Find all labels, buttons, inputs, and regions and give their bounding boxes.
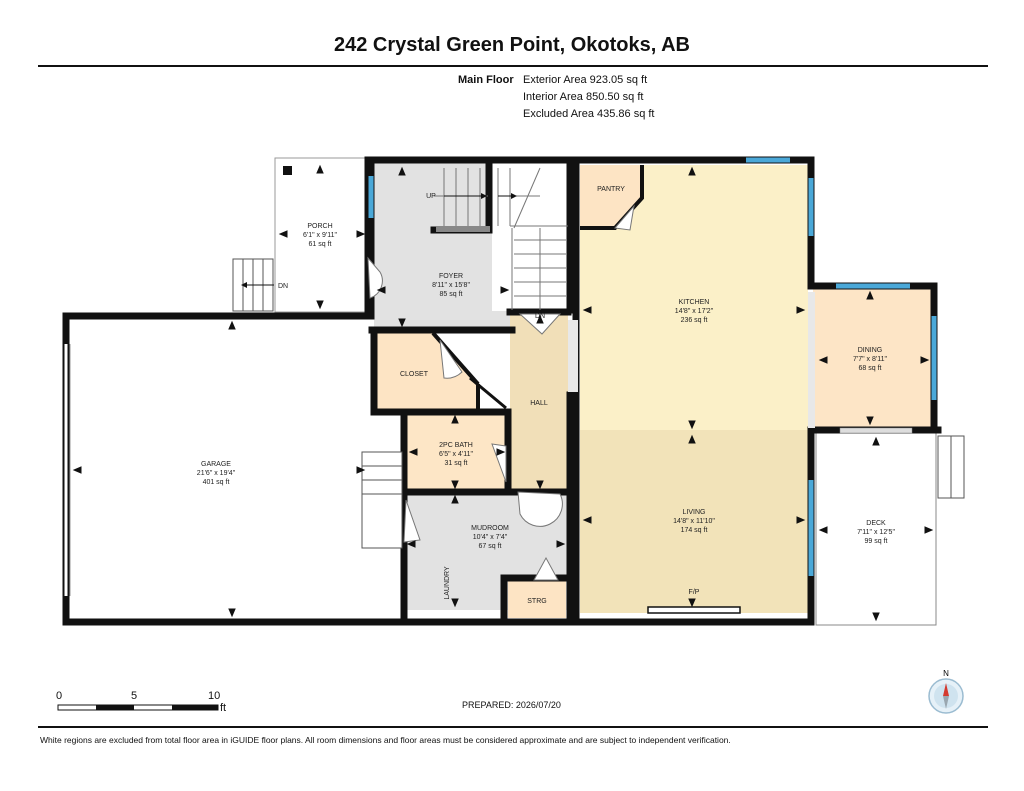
closet-area: [377, 333, 476, 409]
porch-area: [274, 157, 368, 313]
excluded-area: Excluded Area 435.86 sq ft: [523, 108, 655, 120]
floor-name: Main Floor: [458, 74, 514, 86]
deck-label: DECK: [866, 520, 886, 527]
storage-label: STRG: [527, 598, 546, 605]
kitchen-label: KITCHEN: [679, 299, 710, 306]
mudroom-area-text: 67 sq ft: [479, 543, 502, 550]
page-title: 242 Crystal Green Point, Okotoks, AB: [333, 34, 691, 56]
hall-diagonal-wall: [469, 376, 507, 410]
deck-dims: 7'11" x 12'5": [857, 529, 895, 536]
fireplace: [647, 606, 741, 614]
bath-area-text: 31 sq ft: [445, 460, 468, 467]
porch-dims: 6'1" x 9'11": [303, 232, 337, 239]
closet-label: CLOSET: [400, 371, 429, 378]
living-dims: 14'8" x 11'10": [673, 518, 715, 525]
porch-label: PORCH: [307, 223, 332, 230]
up-label: UP: [426, 193, 436, 200]
scale-unit: ft: [220, 702, 227, 714]
scale-bar: [57, 704, 219, 711]
dining-dims: 7'7" x 8'11": [853, 356, 887, 363]
compass-icon: N: [928, 669, 964, 714]
patio-door: [839, 427, 913, 434]
dn-label-porch: DN: [278, 283, 288, 290]
foyer-area-text: 85 sq ft: [440, 291, 463, 298]
mudroom-dims: 10'4" x 7'4": [473, 534, 508, 541]
laundry-label: LAUNDRY: [444, 566, 451, 600]
dining-label: DINING: [858, 347, 883, 354]
fireplace-label: F/P: [689, 589, 700, 596]
porch-post: [283, 166, 292, 175]
garage-area-text: 401 sq ft: [203, 479, 230, 486]
scale-tick-0: 0: [56, 690, 63, 702]
scale-tick-5: 5: [131, 690, 138, 702]
scale-tick-10: 10: [208, 690, 221, 702]
storage-area: [508, 580, 566, 618]
deck-area-text: 99 sq ft: [865, 538, 888, 545]
stair-landing: [436, 226, 490, 232]
garage-label: GARAGE: [201, 461, 231, 468]
deck-area: [815, 432, 937, 626]
kitchen-area-text: 236 sq ft: [681, 317, 708, 324]
hall-label: HALL: [530, 400, 548, 407]
exterior-area: Exterior Area 923.05 sq ft: [523, 74, 648, 86]
mudroom-label: MUDROOM: [471, 525, 509, 532]
deck-stairs: [937, 435, 965, 499]
garage-stairs: [361, 451, 403, 549]
dining-area-text: 68 sq ft: [859, 365, 882, 372]
door-swings: [367, 204, 635, 581]
dining-area: [813, 288, 931, 430]
porch-area-text: 61 sq ft: [309, 241, 332, 248]
interior-area: Interior Area 850.50 sq ft: [523, 91, 644, 103]
bath-dims: 6'5" x 4'11": [439, 451, 473, 458]
dn-label-stairs: DN: [535, 313, 545, 320]
foyer-dims: 8'11" x 15'8": [432, 282, 470, 289]
top-divider: [38, 65, 988, 67]
foyer-label: FOYER: [439, 273, 463, 280]
compass-north: N: [943, 669, 949, 678]
hall-kitchen-opening: [568, 320, 578, 392]
bottom-divider: [38, 726, 988, 728]
prepared-date: PREPARED: 2026/07/20: [462, 700, 561, 710]
kitchen-dims: 14'8" x 17'2": [675, 308, 714, 315]
foyer-area: [374, 163, 510, 330]
garage-dims: 21'6" x 19'4": [197, 470, 236, 477]
living-label: LIVING: [683, 509, 706, 516]
windows: [368, 157, 937, 576]
disclaimer-text: White regions are excluded from total fl…: [40, 735, 731, 745]
bath-label: 2PC BATH: [439, 442, 473, 449]
dining-opening: [808, 292, 815, 428]
bath-area: [407, 414, 507, 490]
stair-area: [492, 163, 567, 311]
living-area: [580, 430, 808, 613]
living-area-text: 174 sq ft: [681, 527, 708, 534]
garage-area: [66, 316, 372, 624]
hall-area: [510, 312, 568, 492]
dimension-arrows: [72, 164, 934, 622]
pantry-label: PANTRY: [597, 186, 625, 193]
